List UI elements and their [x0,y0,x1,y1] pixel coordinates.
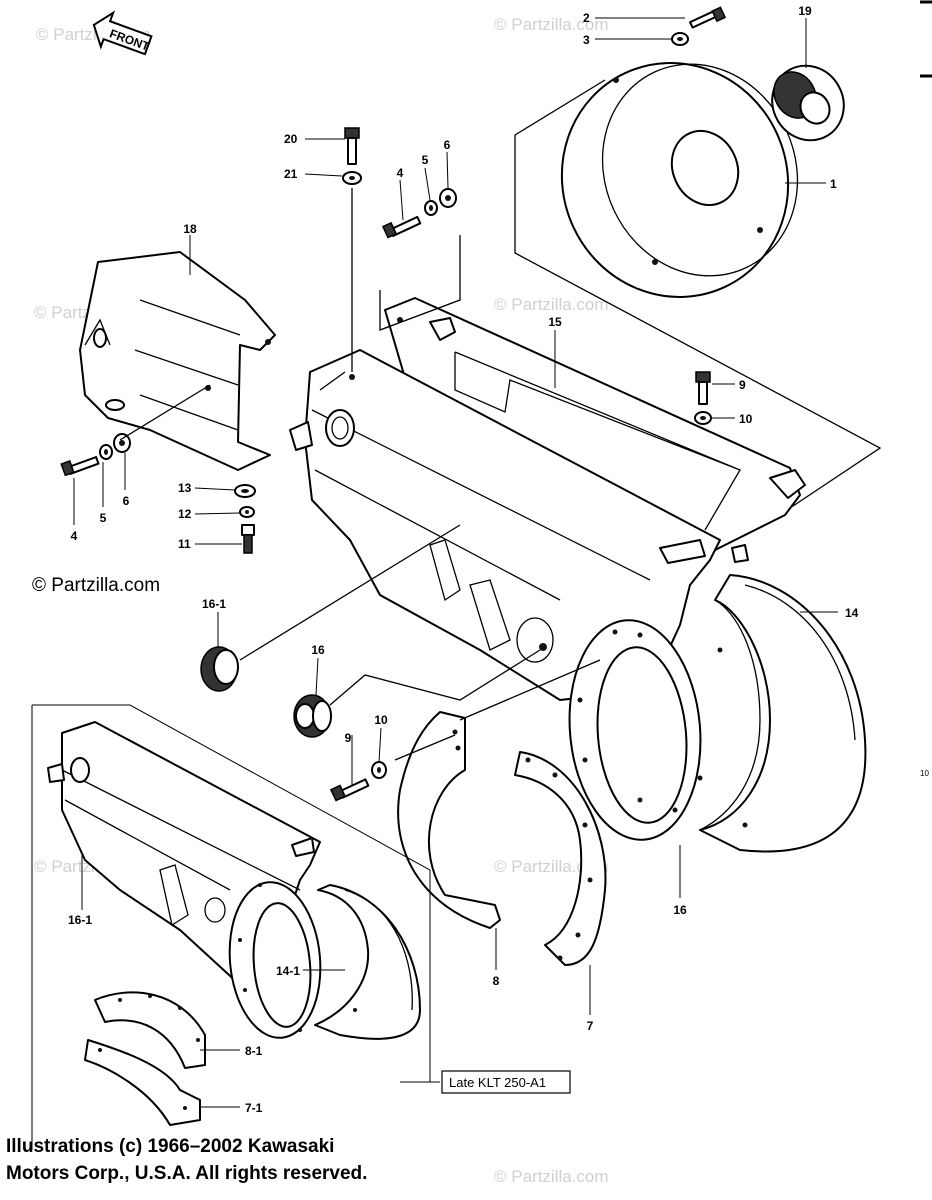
washer-22-part [342,171,362,185]
plate-7-part [514,751,607,966]
callout-1: 1 [830,177,837,191]
gasket-late-8-1-part [94,991,206,1069]
callout-9: 9 [739,378,746,392]
washer-13-part [234,484,256,498]
guard-bracket-part [79,251,276,471]
callout-8: 8 [493,974,500,988]
washer-12-part [239,506,255,518]
watermark-text: © Partzilla.com [494,857,609,876]
washer-10-lower-part [371,761,387,779]
callout-4: 4 [397,166,404,180]
bolt-9-lower-part [329,778,370,802]
callout-16-1: 16-1 [68,913,92,927]
washer-10-part [694,411,712,425]
washer-6-part [439,188,457,208]
watermark-text: © Partzilla.com [494,15,609,34]
lock-washer-5-part [424,200,438,216]
callout-19: 16-1 [202,597,226,611]
callout-9-lower: 9 [345,731,352,745]
callout-18: 16 [311,643,325,657]
callout-7: 7 [587,1019,594,1033]
footer-line-2: Motors Corp., U.S.A. All rights reserved… [6,1163,368,1184]
callout-14: 14 [845,606,859,620]
seal-ring-part [771,64,845,142]
callout-8-1: 8-1 [245,1044,263,1058]
callout-10: 10 [739,412,753,426]
late-model-label: Late KLT 250-A1 [441,1070,571,1094]
assembly-lines [119,79,882,761]
callout-4-left: 4 [71,529,78,543]
callout-5-left: 5 [100,511,107,525]
gasket-8-part [397,711,501,929]
callout-7-1: 7-1 [245,1101,263,1115]
callout-2: 2 [583,11,590,25]
chain-case-late-part [47,721,322,1039]
outer-case-14-part [699,544,867,853]
callout-6: 6 [444,138,451,152]
callout-11: 11 [178,537,191,551]
callout-22: 21 [284,167,298,181]
callout-15: 15 [548,315,562,329]
footer-line-1: Illustrations (c) 1966–2002 Kawasaki [6,1136,335,1157]
callout-10-lower: 10 [374,713,388,727]
watermark-text: © Partzilla.com [494,1167,609,1186]
callout-16: 16 [673,903,687,917]
washer-6-left-part [113,433,131,453]
outer-case-late-part [314,884,421,1040]
callout-20: 19 [798,4,812,18]
leader-lines [73,17,838,1108]
front-arrow-icon: FRONT [92,10,153,56]
bolt-4-part [381,215,422,239]
bolt-4-left-part [60,456,100,477]
edge-mark: 10 [920,769,929,778]
callout-17: 18 [183,222,197,236]
late-model-text: Late KLT 250-A1 [449,1075,546,1090]
bolt-2-part [689,6,727,29]
plate-late-7-1-part [84,1039,201,1126]
callout-6-left: 6 [123,494,130,508]
callout-13: 13 [178,481,192,495]
callout-14-1: 14-1 [276,964,300,978]
watermark-text: © Partzilla.com [494,295,609,314]
bolt-21-part [344,127,360,165]
grommet-18-part [293,694,332,738]
callout-21: 20 [284,132,298,146]
copyright-text: © Partzilla.com [32,575,160,596]
bolt-9-part [695,371,711,405]
cover-plate-part [560,62,799,298]
lock-washer-5-left-part [99,444,113,460]
callout-3: 3 [583,33,590,47]
callouts: 19 2 3 1 20 21 4 5 6 18 15 9 10 13 12 11… [68,4,859,1115]
chain-case-part [289,349,721,841]
callout-5: 5 [422,153,429,167]
callout-12: 12 [178,507,192,521]
washer-3-part [671,32,689,46]
bolt-11-part [241,524,255,554]
plug-19-part [200,646,239,692]
